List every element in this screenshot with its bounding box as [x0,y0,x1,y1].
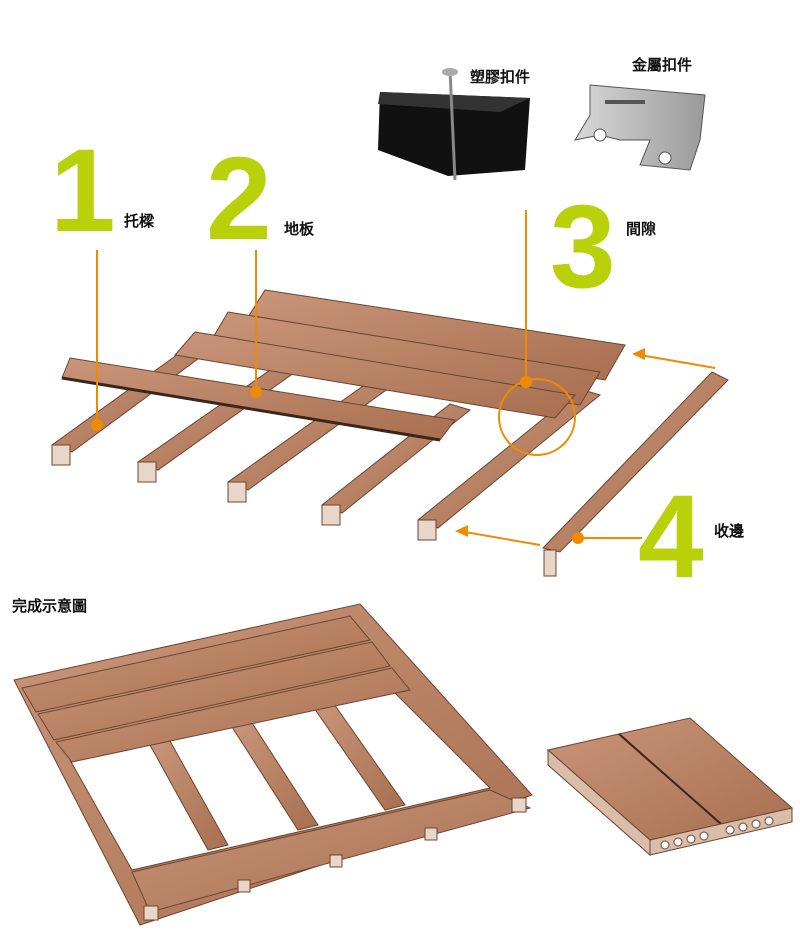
part-label-edge-trim: 收邊 [714,522,745,540]
plastic-clip-image [378,68,530,181]
part-label-board: 地板 [284,220,315,238]
part-label-joist: 托樑 [124,212,155,230]
deck-boards [61,289,626,442]
part-number-4: 4 [638,471,704,603]
part-number-2: 2 [206,133,272,265]
leader-lines [91,210,716,546]
finished-deck-illustration [13,603,533,926]
part-number-1: 1 [50,125,116,257]
board [244,289,626,381]
part-number-3: 3 [550,181,616,313]
board-cross-section [546,717,794,857]
part-label-gap: 間隙 [626,220,657,238]
metal-clip-label: 金屬扣件 [632,56,693,74]
board [207,311,601,406]
plastic-clip-label: 塑膠扣件 [470,68,531,86]
board [174,331,576,419]
finished-diagram-title: 完成示意圖 [12,597,88,615]
metal-clip-image [573,84,706,171]
